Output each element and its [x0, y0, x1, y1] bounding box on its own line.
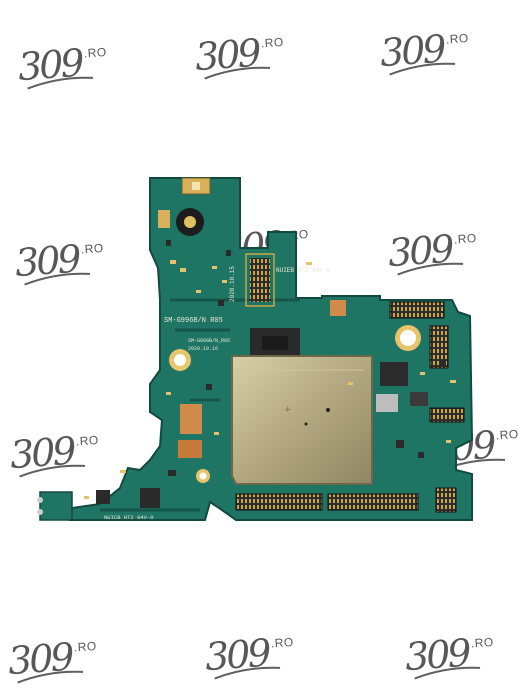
board-bottom-text: NUICB HT2 94V-0	[104, 514, 154, 521]
rf-shield-can	[231, 355, 373, 485]
watermark-logo: 309.RO	[8, 428, 100, 478]
watermark-logo: 309.RO	[13, 236, 105, 286]
watermark-logo: 309.RO	[193, 30, 285, 80]
board-small-model-text: SM-G996B/N_R05	[188, 338, 230, 344]
board-code-text: NUIEB HT2 94V-0	[276, 267, 330, 274]
watermark-logo: 309.RO	[16, 40, 108, 90]
watermark-logo: 309.RO	[386, 226, 478, 276]
watermark-logo: 309.RO	[6, 634, 98, 684]
board-date-text: 2020.10.15	[229, 266, 236, 302]
board-model-text: SM-G996B/N R05	[164, 317, 223, 325]
board-small-date-text: 2020.10.16	[188, 346, 218, 352]
watermark-logo: 309.RO	[403, 630, 495, 680]
watermark-logo: 309.RO	[203, 630, 295, 680]
svg-text:+: +	[284, 405, 292, 415]
watermark-logo: 309.RO	[378, 26, 470, 76]
